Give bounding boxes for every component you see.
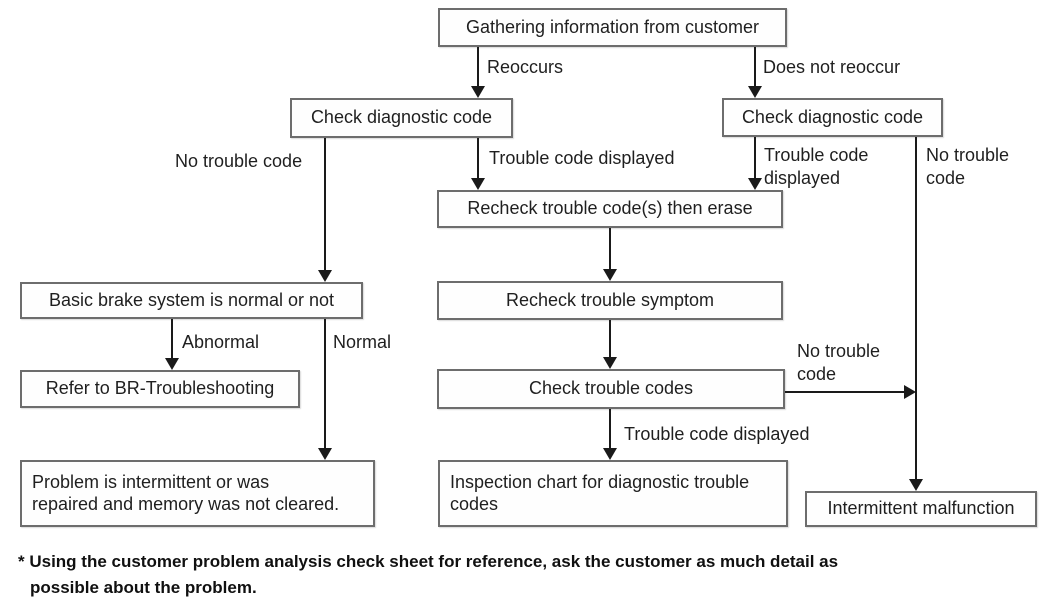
node-recheck-trouble-code-erase-label: Recheck trouble code(s) then erase — [467, 198, 753, 219]
edge-label-reoccurs: Reoccurs — [487, 57, 564, 77]
node-check-diagnostic-code-left: Check diagnostic code — [290, 98, 513, 138]
node-inspection-chart-label: Inspection chart for diagnostic trouble … — [450, 471, 750, 514]
node-intermittent-malfunction: Intermittent malfunction — [805, 491, 1037, 527]
arrow-down-icon — [603, 269, 617, 281]
edge-label-does-not-reoccur: Does not reoccur — [763, 57, 901, 77]
edge-label-trouble-code-displayed-left: Trouble code displayed — [489, 148, 675, 168]
footnote: * Using the customer problem analysis ch… — [18, 552, 839, 598]
node-check-diagnostic-code-left-label: Check diagnostic code — [310, 107, 493, 128]
arrow-down-icon — [471, 86, 485, 98]
arrow-right-icon — [904, 385, 916, 399]
edge-does-not-reoccur-line — [754, 47, 756, 86]
arrow-down-icon — [318, 270, 332, 282]
edge-reoccurs-line — [477, 47, 479, 86]
arrow-down-icon — [603, 448, 617, 460]
node-refer-br-troubleshooting: Refer to BR-Troubleshooting — [20, 370, 300, 408]
edge-trouble-code-displayed-bottom-line — [609, 409, 611, 448]
edge-symptom-to-check-codes-line — [609, 320, 611, 357]
edge-erase-to-symptom-line — [609, 228, 611, 269]
edge-label-no-trouble-code-mid: No trouble code — [797, 341, 881, 384]
arrow-down-icon — [909, 479, 923, 491]
arrow-down-icon — [165, 358, 179, 370]
edge-abnormal-line — [171, 319, 173, 358]
edge-no-trouble-code-mid-line — [785, 391, 904, 393]
node-gathering-information: Gathering information from customer — [438, 8, 787, 47]
node-basic-brake-system-label: Basic brake system is normal or not — [48, 289, 335, 310]
node-basic-brake-system: Basic brake system is normal or not — [20, 282, 363, 319]
edge-label-trouble-code-displayed-right: Trouble code displayed — [764, 145, 869, 188]
edge-no-trouble-code-right-line — [915, 137, 917, 479]
node-intermittent-malfunction-label: Intermittent malfunction — [827, 498, 1015, 519]
node-check-trouble-codes: Check trouble codes — [437, 369, 785, 409]
edge-normal-line — [324, 319, 326, 448]
node-check-diagnostic-code-right-label: Check diagnostic code — [741, 106, 924, 127]
edge-label-no-trouble-code-left: No trouble code — [175, 151, 303, 171]
edge-label-no-trouble-code-right: No trouble code — [926, 145, 1010, 188]
edge-no-trouble-code-left-line — [324, 138, 326, 270]
node-recheck-trouble-symptom-label: Recheck trouble symptom — [505, 289, 715, 310]
node-inspection-chart: Inspection chart for diagnostic trouble … — [438, 460, 788, 527]
arrow-down-icon — [748, 86, 762, 98]
node-recheck-trouble-symptom: Recheck trouble symptom — [437, 281, 783, 320]
node-gathering-information-label: Gathering information from customer — [465, 16, 760, 37]
edge-label-abnormal: Abnormal — [182, 332, 260, 352]
node-check-trouble-codes-label: Check trouble codes — [528, 378, 694, 399]
edge-trouble-code-displayed-right-line — [754, 137, 756, 178]
node-recheck-trouble-code-erase: Recheck trouble code(s) then erase — [437, 190, 783, 228]
node-refer-br-troubleshooting-label: Refer to BR-Troubleshooting — [45, 378, 275, 399]
arrow-down-icon — [318, 448, 332, 460]
arrow-down-icon — [603, 357, 617, 369]
edge-label-trouble-code-displayed-bottom: Trouble code displayed — [624, 424, 810, 444]
arrow-down-icon — [471, 178, 485, 190]
node-problem-intermittent-label: Problem is intermittent or was repaired … — [32, 471, 340, 514]
edge-trouble-code-displayed-left-line — [477, 138, 479, 178]
edge-label-normal: Normal — [333, 332, 392, 352]
node-check-diagnostic-code-right: Check diagnostic code — [722, 98, 943, 137]
node-problem-intermittent: Problem is intermittent or was repaired … — [20, 460, 375, 527]
arrow-down-icon — [748, 178, 762, 190]
